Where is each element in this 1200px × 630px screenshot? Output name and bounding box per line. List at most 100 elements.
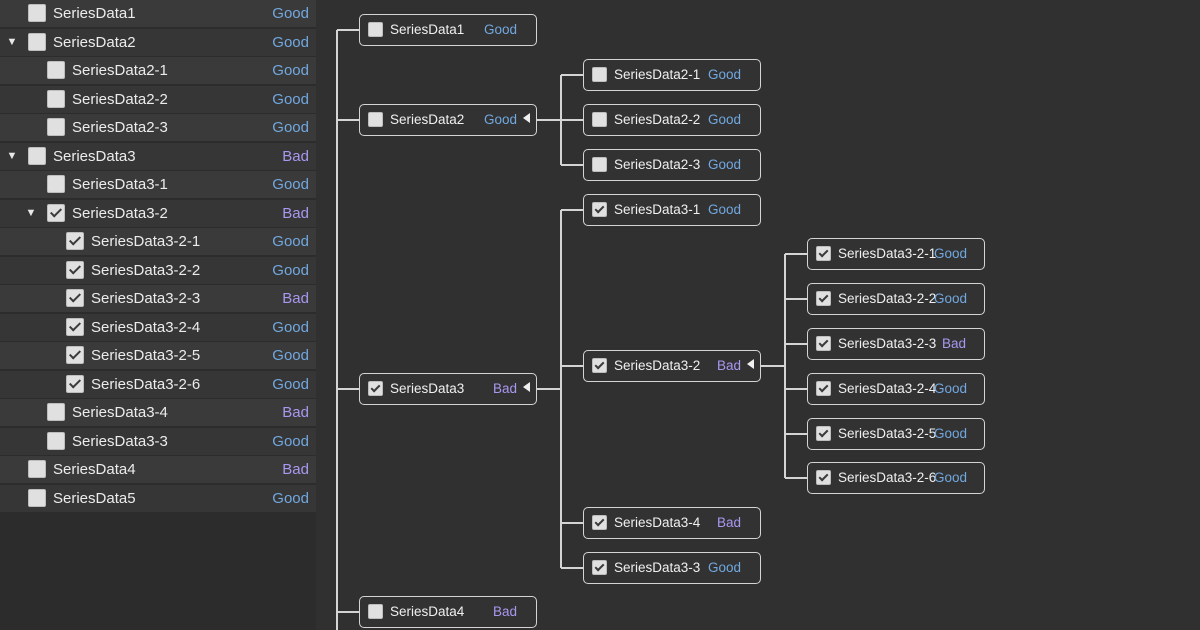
node-checkbox[interactable]: [368, 604, 383, 619]
caret-left-icon[interactable]: [523, 382, 530, 392]
row-label: SeriesData4: [53, 461, 136, 478]
node-label: SeriesData3-2-1: [838, 246, 937, 261]
node-checkbox[interactable]: [368, 22, 383, 37]
caret-left-icon[interactable]: [523, 113, 530, 123]
row-checkbox[interactable]: [28, 488, 46, 507]
row-status: Good: [272, 489, 309, 507]
checkbox-icon: [368, 22, 383, 37]
caret-down-icon[interactable]: ▼: [25, 206, 37, 219]
row-checkbox[interactable]: [28, 146, 46, 165]
checkbox-icon: [47, 175, 65, 193]
row-checkbox[interactable]: [66, 260, 84, 279]
row-checkbox[interactable]: [66, 289, 84, 307]
checkbox-icon: [28, 460, 46, 478]
node-checkbox[interactable]: [592, 67, 607, 82]
row-checkbox[interactable]: [28, 4, 46, 22]
row-status: Good: [272, 347, 309, 364]
row-label: SeriesData3-4: [72, 404, 168, 421]
node-label: SeriesData3-4: [614, 515, 701, 530]
row-checkbox[interactable]: [47, 203, 65, 222]
node-checkbox[interactable]: [592, 515, 607, 530]
node-label: SeriesData3-2-4: [838, 381, 937, 396]
node-checkbox[interactable]: [816, 336, 831, 351]
node-checkbox[interactable]: [816, 291, 831, 306]
row-checkbox[interactable]: [66, 374, 84, 393]
caret-left-icon[interactable]: [747, 359, 754, 369]
node-label: SeriesData4: [390, 604, 465, 619]
node-checkbox[interactable]: [816, 246, 831, 261]
row-checkbox[interactable]: [28, 32, 46, 51]
node-checkbox[interactable]: [816, 426, 831, 441]
row-checkbox[interactable]: [66, 232, 84, 250]
row-checkbox[interactable]: [47, 118, 65, 136]
row-checkbox[interactable]: [47, 431, 65, 450]
node-checkbox[interactable]: [816, 381, 831, 396]
checkbox-icon: [66, 260, 84, 279]
node-checkbox[interactable]: [592, 112, 607, 127]
row-checkbox[interactable]: [47, 89, 65, 108]
node-label: SeriesData2-3: [614, 157, 701, 172]
caret-down-icon[interactable]: ▼: [6, 149, 18, 162]
node-label: SeriesData3-2-2: [838, 291, 937, 306]
node-status: Good: [484, 112, 518, 127]
node-checkbox[interactable]: [592, 202, 607, 217]
node-checkbox[interactable]: [592, 560, 607, 575]
checkbox-icon: [47, 118, 65, 136]
node-checkbox[interactable]: [368, 112, 383, 127]
row-checkbox[interactable]: [47, 61, 65, 79]
node-checkbox[interactable]: [592, 157, 607, 172]
checkbox-icon: [368, 112, 383, 127]
row-checkbox[interactable]: [28, 460, 46, 478]
checkbox-icon: [47, 61, 65, 79]
row-label: SeriesData3-2-1: [91, 233, 201, 250]
node-checkbox[interactable]: [816, 470, 831, 485]
row-status: Bad: [282, 290, 309, 307]
row-status: Good: [272, 432, 309, 450]
checkbox-icon: [368, 604, 383, 619]
row-checkbox[interactable]: [66, 317, 84, 336]
row-checkbox[interactable]: [47, 403, 65, 421]
checkbox-icon: [28, 32, 46, 51]
node-checkbox[interactable]: [592, 358, 607, 373]
checkbox-icon: [592, 560, 607, 575]
caret-down-icon[interactable]: ▼: [6, 35, 18, 48]
node-checkbox[interactable]: [368, 381, 383, 396]
row-checkbox[interactable]: [47, 175, 65, 193]
row-checkbox[interactable]: [66, 346, 84, 364]
